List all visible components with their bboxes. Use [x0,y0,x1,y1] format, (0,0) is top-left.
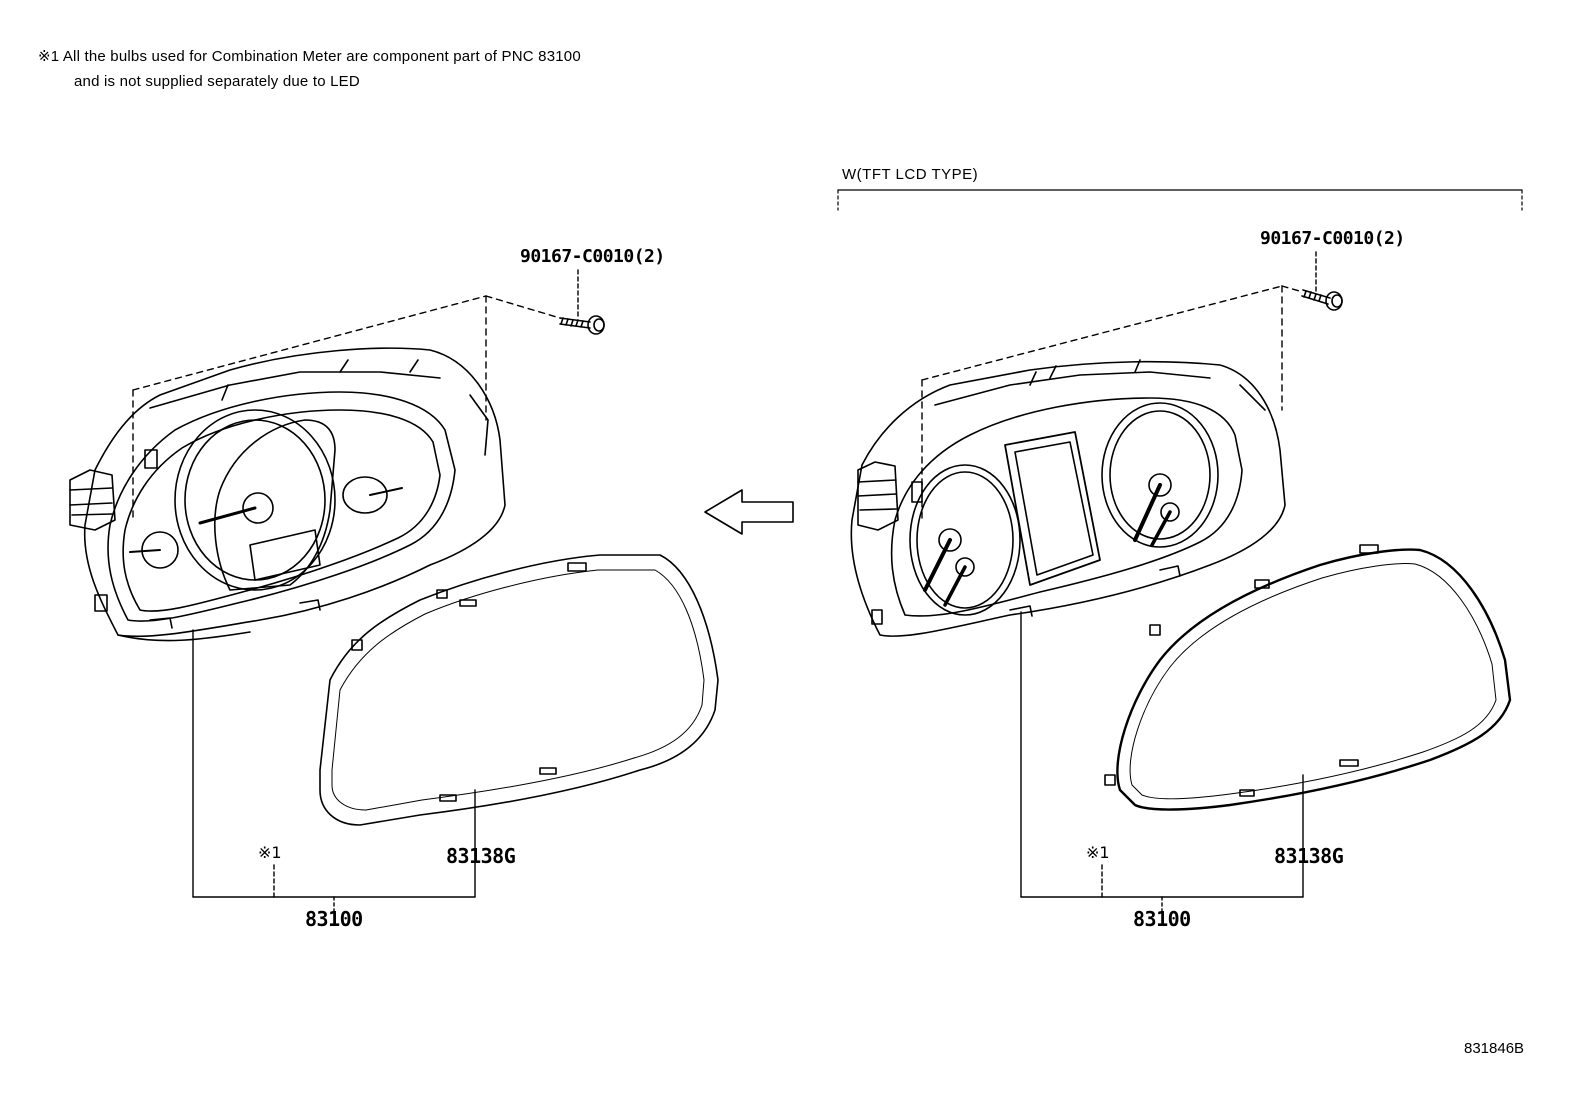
bulb-note: ※1 All the bulbs used for Combination Me… [38,44,581,94]
left-combination-meter-housing [69,347,506,642]
right-lens-label: 83138G [1274,844,1344,868]
bulb-note-line-2: and is not supplied separately due to LE… [74,73,360,90]
variant-label: W(TFT LCD TYPE) [842,166,979,183]
left-screw-90167 [559,315,605,335]
left-mount-dashed-lines [132,295,561,521]
left-arrow-icon [704,489,794,535]
variant-bracket [837,189,1523,211]
left-assembly-label: 83100 [305,907,363,931]
right-meter-glass-lens [1104,544,1512,811]
right-assembly-label: 83100 [1133,907,1191,931]
left-bulb-ref: ※1 [258,843,282,862]
diagram-code: 831846B [1464,1040,1525,1057]
left-leader-lines [192,269,579,913]
right-mount-dashed-lines [921,285,1304,521]
right-bulb-ref: ※1 [1086,843,1110,862]
right-leader-lines [1020,251,1317,913]
left-screw-label: 90167-C0010(2) [520,246,665,267]
bulb-note-line-1: ※1 All the bulbs used for Combination Me… [38,48,581,65]
right-combination-meter-housing [850,359,1286,637]
right-screw-label: 90167-C0010(2) [1260,228,1405,249]
left-meter-glass-lens [319,554,719,826]
right-screw-90167 [1301,289,1343,311]
left-lens-label: 83138G [446,844,516,868]
